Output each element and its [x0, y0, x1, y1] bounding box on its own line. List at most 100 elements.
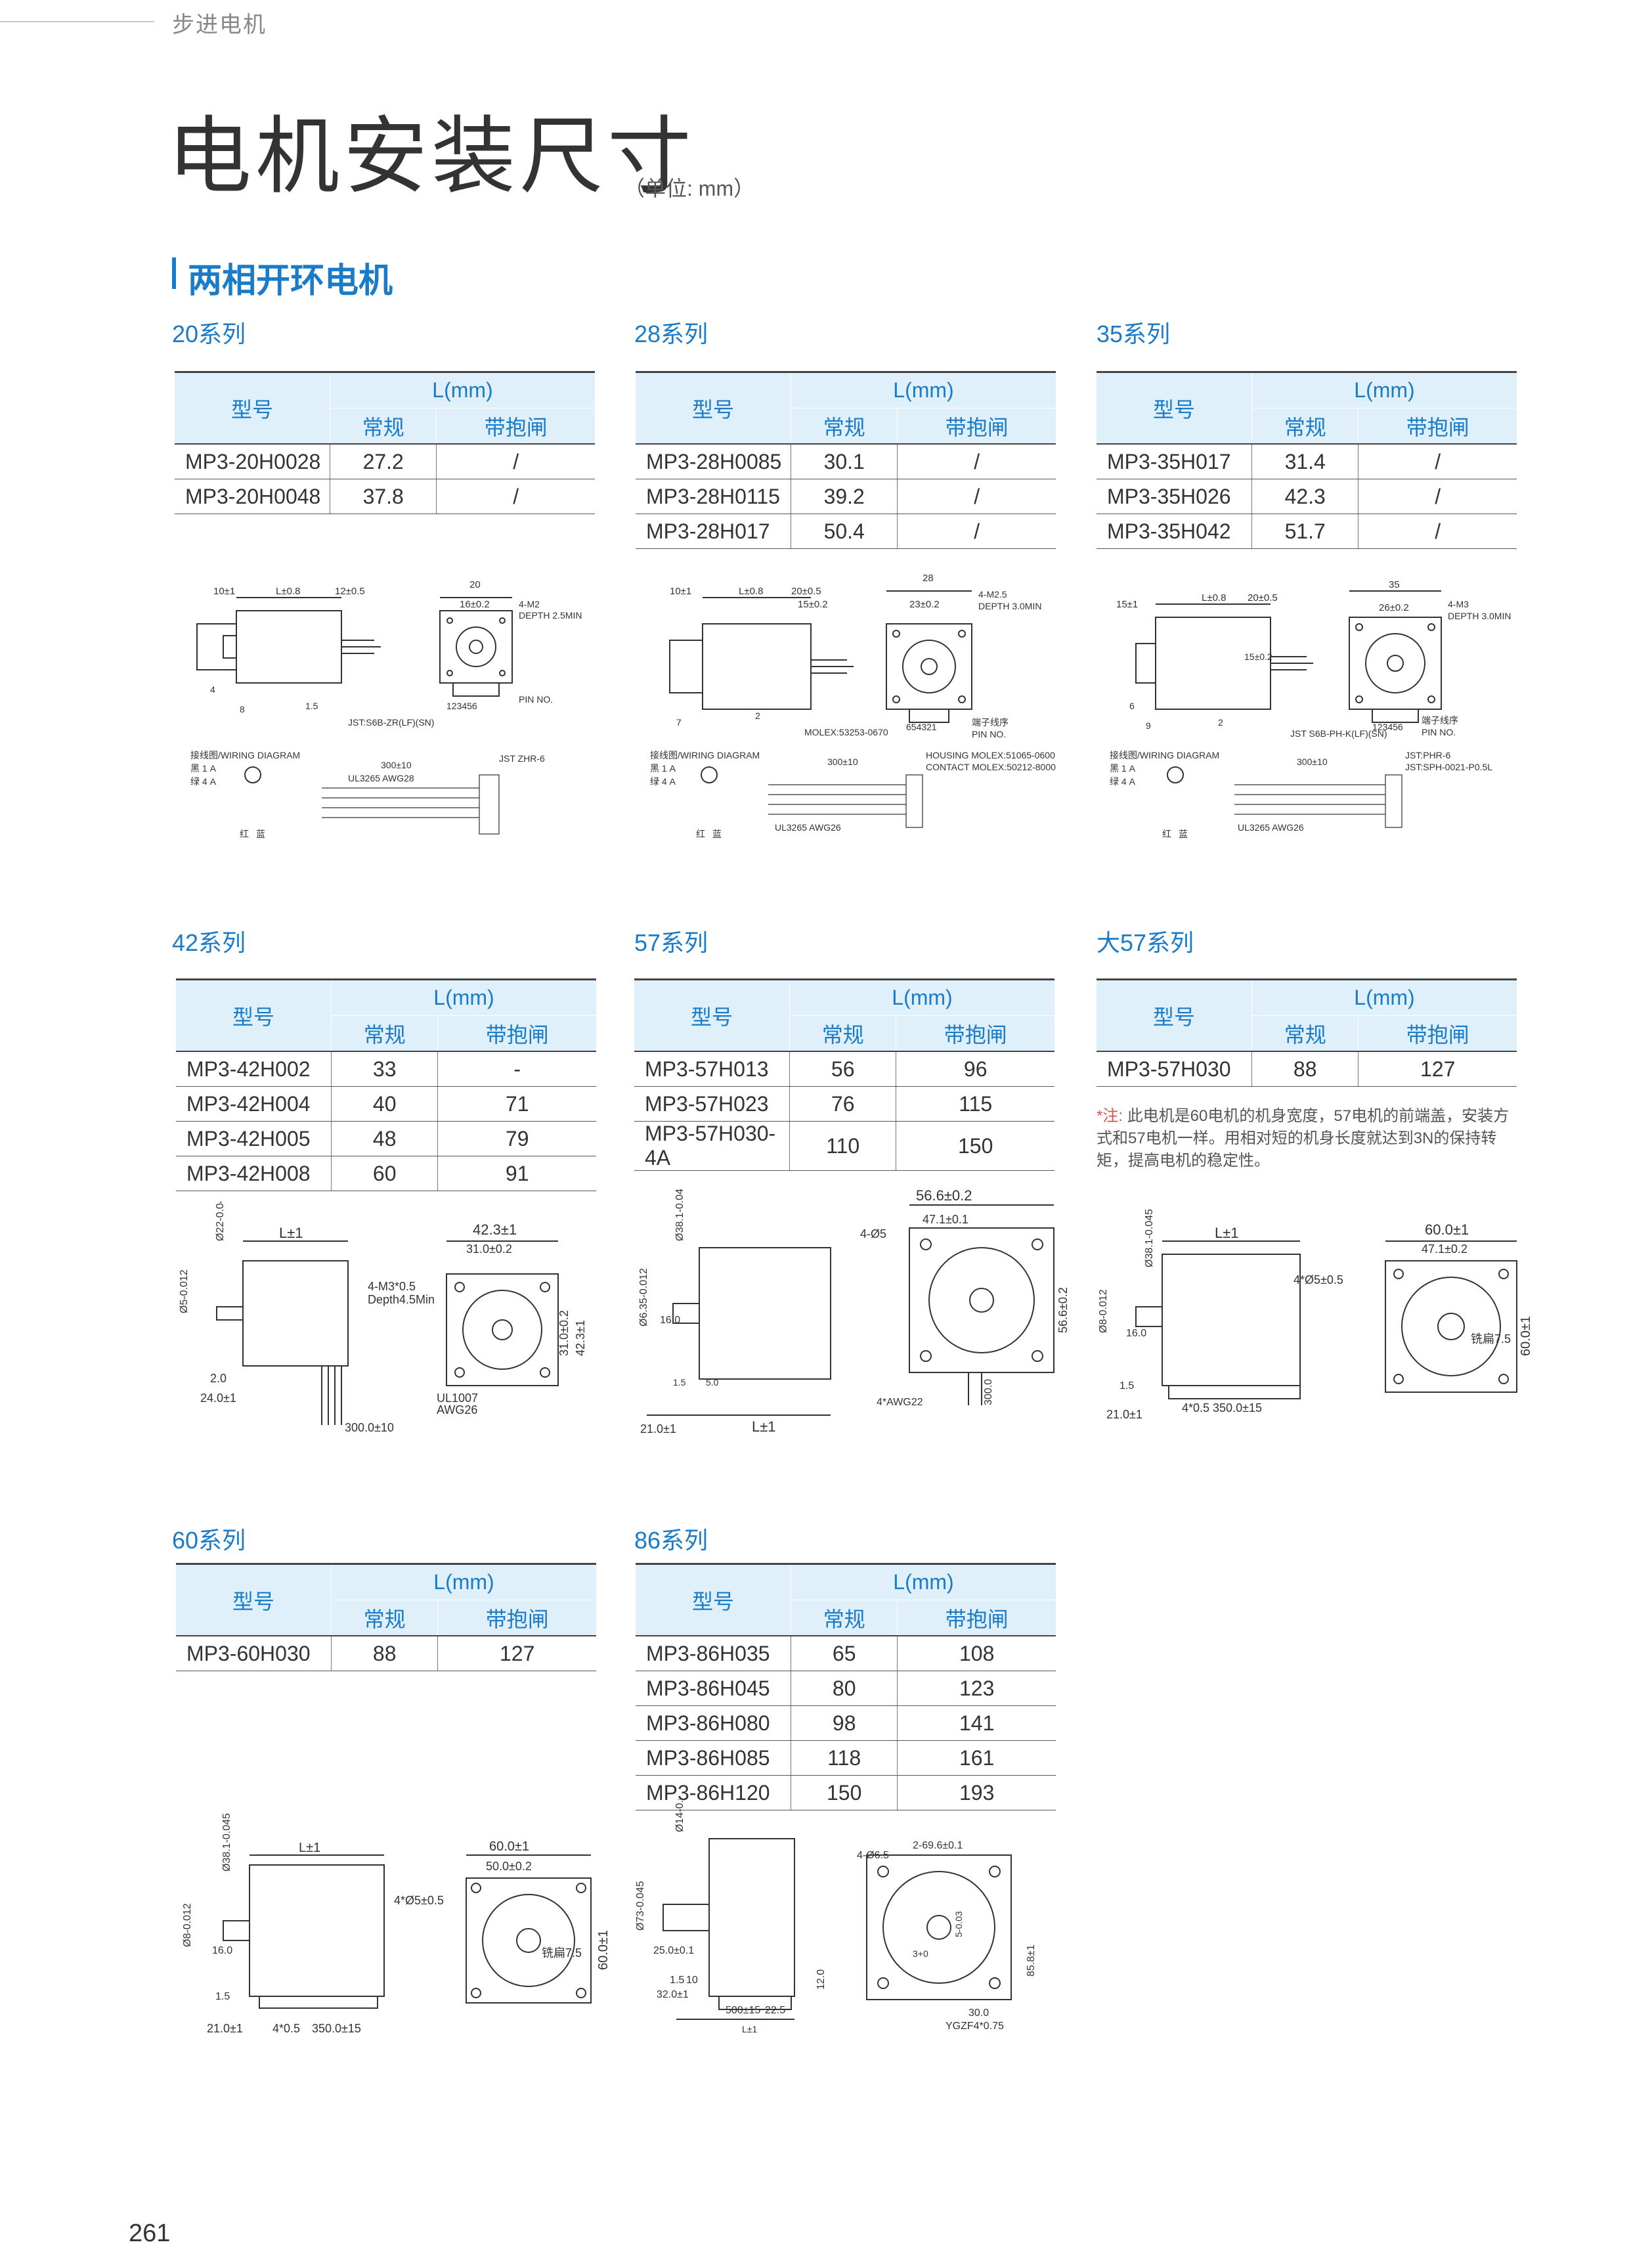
cell-model: MP3-42H002 — [176, 1051, 332, 1087]
dim-label: L±1 — [742, 2024, 757, 2034]
dim-label: 350.0±15 — [312, 2022, 361, 2035]
dim-label: 60.0±1 — [489, 1839, 529, 1854]
cell-model: MP3-86H080 — [636, 1705, 791, 1741]
dim-label: 4-Ø6.5 — [857, 1850, 889, 1861]
dim-label: 4*0.5 350.0±15 — [1182, 1401, 1262, 1414]
dim-label: 4*Ø5±0.5 — [1293, 1273, 1343, 1286]
dim-label: 端子线序 — [972, 717, 1009, 728]
dim-label: 24.0±1 — [200, 1391, 236, 1405]
dim-label: 10±1 — [670, 586, 691, 597]
dim-label: 30.0 — [968, 2007, 989, 2019]
dim-label: 4*Ø5±0.5 — [394, 1894, 444, 1907]
dim-label: Ø14-0.012 — [674, 1799, 685, 1832]
col-length: L(mm) — [330, 371, 595, 408]
wiring-color-blue: 蓝 — [256, 829, 265, 839]
dim-label: MOLEX:53253-0670 — [804, 727, 888, 737]
cell-normal: 37.8 — [329, 479, 437, 514]
cell-brake: 123 — [897, 1671, 1056, 1706]
dim-label: 12±0.5 — [335, 586, 365, 597]
page-unit: （单位: mm） — [624, 177, 755, 200]
cell-normal: 42.3 — [1251, 479, 1359, 514]
dim-label: 50.0±0.2 — [486, 1860, 532, 1873]
cell-normal: 150 — [790, 1775, 898, 1810]
wiring-wire1: 黑 1 A — [650, 763, 676, 774]
dim-label: 47.1±0.2 — [1422, 1242, 1467, 1256]
cell-normal: 50.4 — [790, 514, 898, 549]
drawing-42-svg: L±1 42.3±1 31.0±0.2 4-M3*0.5 Depth4.5Min… — [179, 1202, 587, 1434]
dim-label: 60.0±1 — [1425, 1221, 1469, 1238]
dim-label: 10±1 — [213, 586, 235, 597]
col-normal: 常规 — [330, 1600, 438, 1636]
col-model: 型号 — [176, 1563, 332, 1636]
cell-brake: / — [1358, 479, 1517, 514]
col-model: 型号 — [1097, 371, 1252, 444]
cell-brake: / — [436, 479, 595, 514]
dim-label: 31.0±0.2 — [466, 1242, 512, 1256]
cell-model: MP3-35H017 — [1097, 443, 1252, 479]
dim-label: PIN NO. — [972, 729, 1006, 739]
cell-normal: 110 — [789, 1121, 896, 1171]
dim-label: Ø38.1-0.045 — [1144, 1209, 1155, 1267]
dim-label: L±0.8 — [1202, 592, 1226, 603]
wiring-wire1: 黑 1 A — [190, 763, 217, 774]
dim-label: Ø8-0.012 — [1098, 1289, 1109, 1333]
col-model: 型号 — [1097, 978, 1252, 1051]
cell-normal: 48 — [330, 1121, 438, 1156]
col-normal: 常规 — [329, 408, 437, 444]
cell-brake: 193 — [897, 1775, 1056, 1810]
dim-label: 4-Ø5 — [860, 1227, 886, 1240]
dim-label: 60.0±1 — [1519, 1316, 1533, 1356]
wiring-connector-housing: JST:PHR-6 — [1405, 750, 1450, 760]
dim-label: 铣扁7.5 — [542, 1946, 582, 1960]
drawing-60: L±1 60.0±1 50.0±0.2 4*Ø5±0.5 Ø38.1-0.045… — [171, 1799, 617, 2049]
dim-label: 21.0±1 — [640, 1422, 676, 1435]
col-brake: 带抱闸 — [897, 1600, 1056, 1636]
cell-normal: 98 — [790, 1705, 898, 1741]
col-model: 型号 — [636, 371, 791, 444]
dim-label: 42.3±1 — [473, 1221, 517, 1238]
dim-label: 15±0.2 — [798, 599, 828, 610]
dim-label: YGZF4*0.75 — [946, 2021, 1004, 2032]
note-mark: *注: — [1097, 1107, 1123, 1125]
cell-model: MP3-42H005 — [176, 1121, 332, 1156]
dim-label: 23±0.2 — [909, 599, 940, 610]
dim-label: L±1 — [1215, 1225, 1239, 1241]
drawing-35-svg: L±0.8 15±1 20±0.5 15±0.2 35 26±0.2 4-M3 … — [1110, 579, 1511, 839]
cell-model: MP3-86H085 — [636, 1740, 791, 1776]
wiring-color-red: 红 — [696, 829, 705, 839]
series-title-86: 86系列 — [634, 1527, 708, 1554]
col-normal: 常规 — [330, 1015, 438, 1051]
dim-label: Ø22-0.045 — [215, 1202, 226, 1241]
dim-label: L±1 — [299, 1841, 320, 1855]
cell-model: MP3-28H0115 — [636, 479, 791, 514]
dim-label: 300.0±10 — [345, 1421, 394, 1434]
cell-model: MP3-57H030-4A — [634, 1121, 790, 1171]
col-normal: 常规 — [790, 408, 898, 444]
drawing-20-svg: L±0.8 10±1 12±0.5 20 16±0.2 4-M2 DEPTH 2… — [190, 579, 582, 839]
cell-normal: 65 — [790, 1635, 898, 1671]
dim-label: 3+0 — [913, 1948, 928, 1959]
col-brake: 带抱闸 — [436, 408, 595, 444]
dim-label: JST:S6B-ZR(LF)(SN) — [348, 717, 434, 728]
header-rule — [0, 21, 154, 22]
cell-normal: 60 — [330, 1156, 438, 1191]
dim-label: 4-M3 — [1448, 599, 1469, 609]
cell-model: MP3-60H030 — [176, 1635, 332, 1671]
wiring-connector-contact: CONTACT MOLEX:50212-8000 — [926, 762, 1056, 772]
cell-brake: 141 — [897, 1705, 1056, 1741]
